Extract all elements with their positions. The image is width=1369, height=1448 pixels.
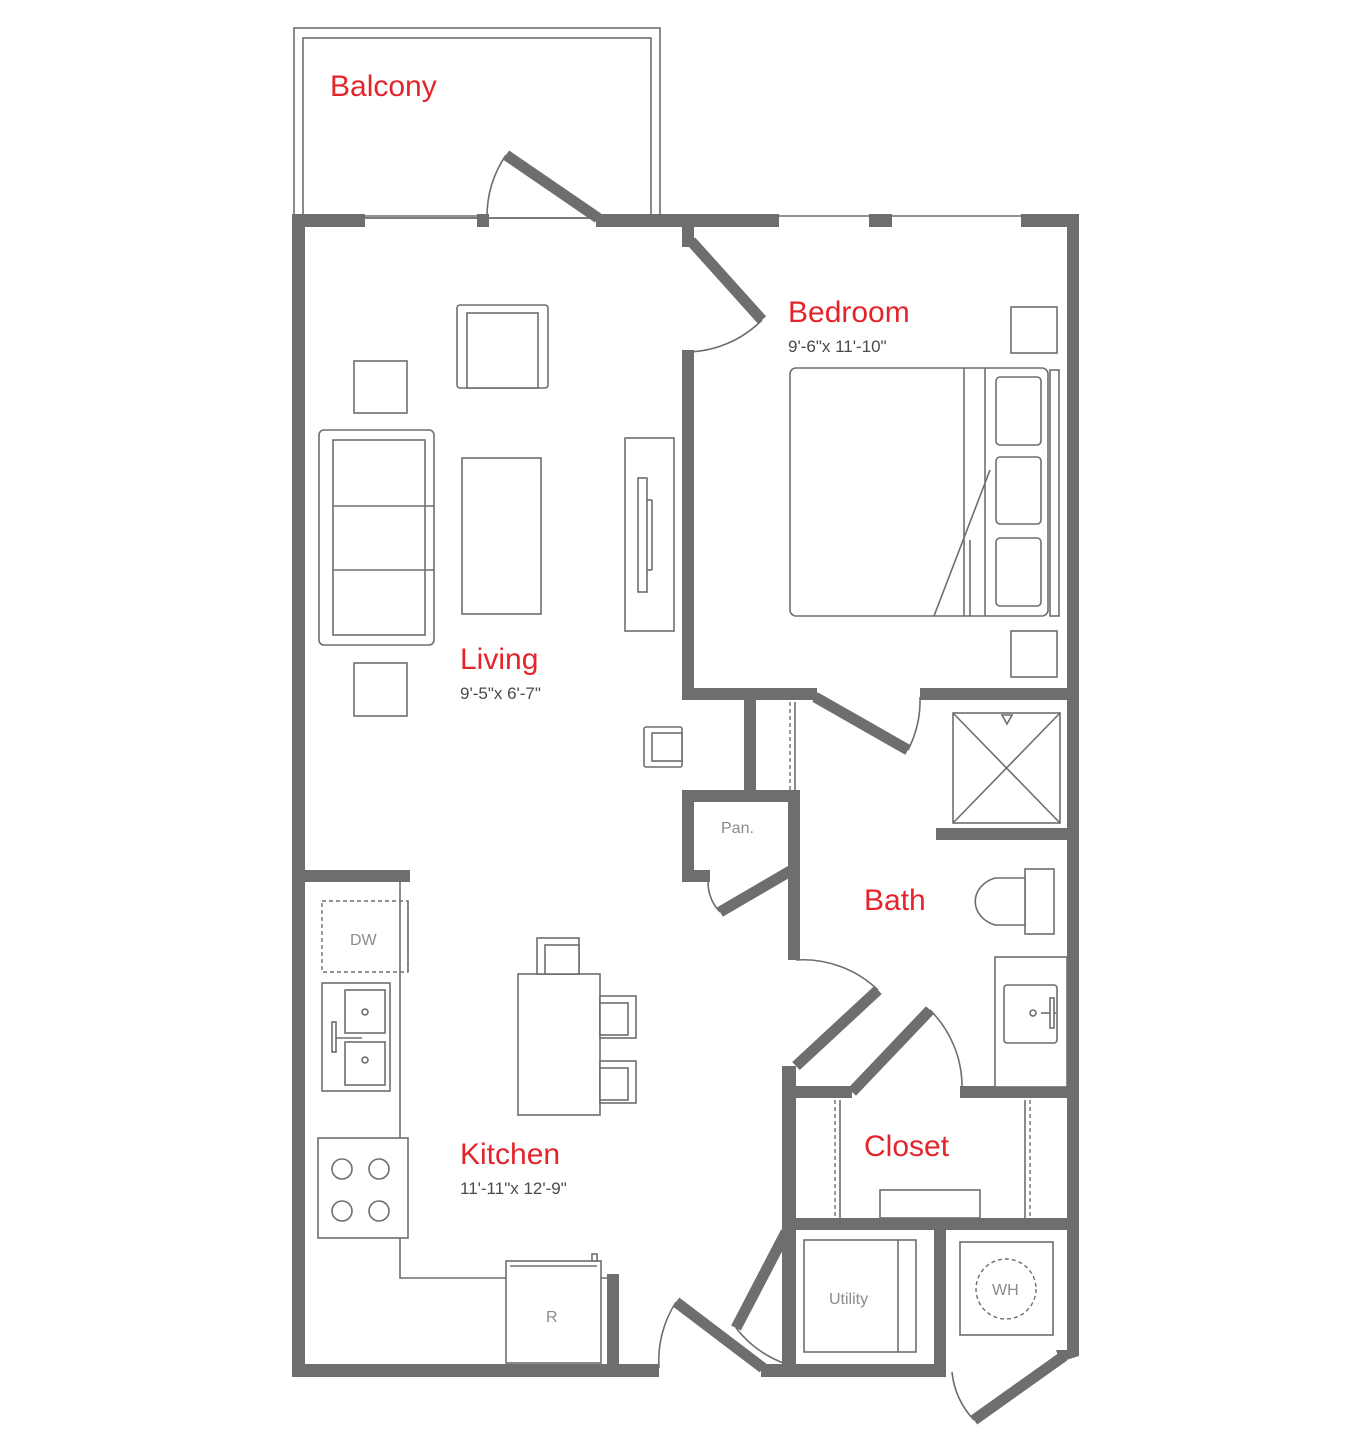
water-heater-label: WH <box>992 1282 1019 1299</box>
fixture-labels: DW R WH <box>350 932 1019 1326</box>
living-label: Living <box>460 643 538 676</box>
interior-walls <box>305 227 1079 1377</box>
kitchen-label: Kitchen <box>460 1138 560 1171</box>
bedroom-label: Bedroom <box>788 296 910 329</box>
doors <box>486 150 1068 1425</box>
balcony-railing <box>293 27 661 219</box>
kitchen-dimensions: 11'-11"x 12'-9" <box>460 1179 567 1198</box>
bedroom-dimensions: 9'-6"x 11'-10" <box>788 337 887 356</box>
living-dimensions: 9'-5"x 6'-7" <box>460 684 541 703</box>
balcony-label: Balcony <box>330 70 437 103</box>
utility-fixtures <box>803 1239 1054 1353</box>
living-furniture <box>318 304 683 768</box>
bedroom-furniture <box>789 306 1060 678</box>
bath-fixtures <box>789 702 1068 1088</box>
kitchen-fixtures <box>317 882 637 1364</box>
utility-label: Utility <box>829 1291 868 1308</box>
exterior-walls <box>292 214 1079 1377</box>
closet-fixtures <box>834 1100 1031 1219</box>
bath-label: Bath <box>864 884 926 917</box>
closet-label: Closet <box>864 1130 950 1163</box>
room-labels: Balcony Bedroom 9'-6"x 11'-10" Living 9'… <box>330 70 950 1308</box>
dishwasher-label: DW <box>350 932 378 949</box>
refrigerator-label: R <box>546 1309 558 1326</box>
pantry-label: Pan. <box>721 820 754 837</box>
